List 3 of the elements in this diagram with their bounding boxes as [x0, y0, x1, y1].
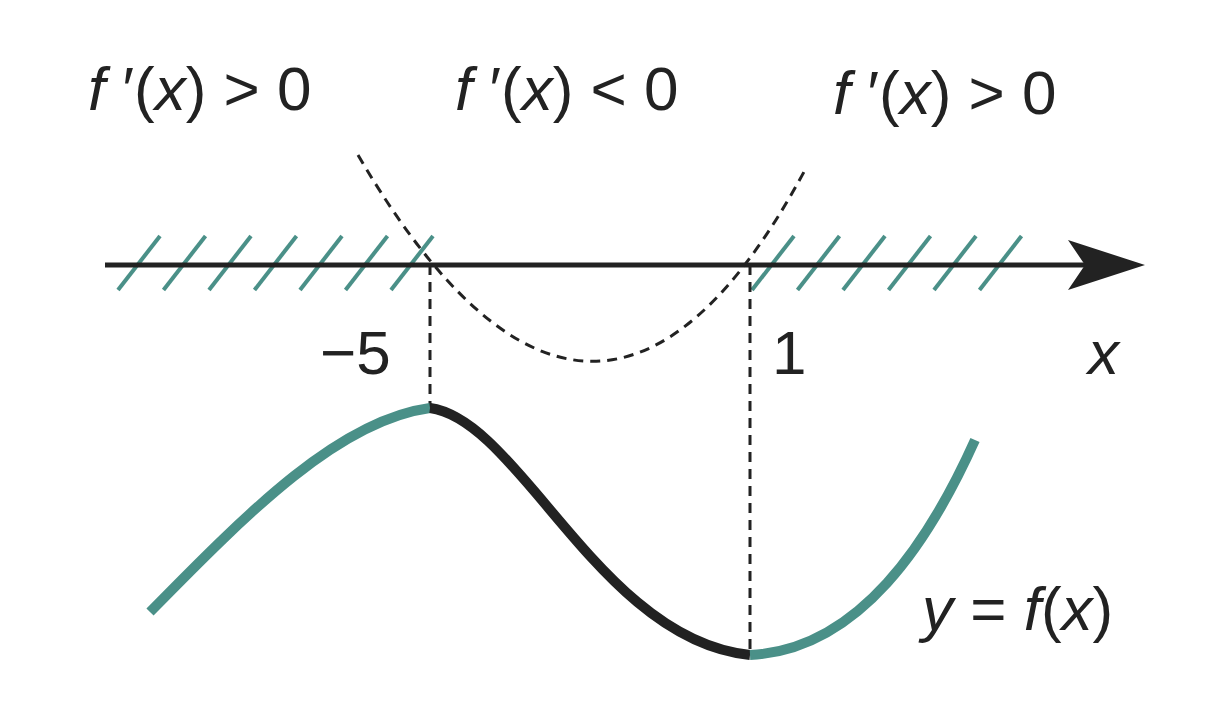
tick-label: −5: [320, 322, 391, 384]
tick-label: 1: [772, 322, 807, 384]
axis-label: x: [1088, 322, 1119, 384]
